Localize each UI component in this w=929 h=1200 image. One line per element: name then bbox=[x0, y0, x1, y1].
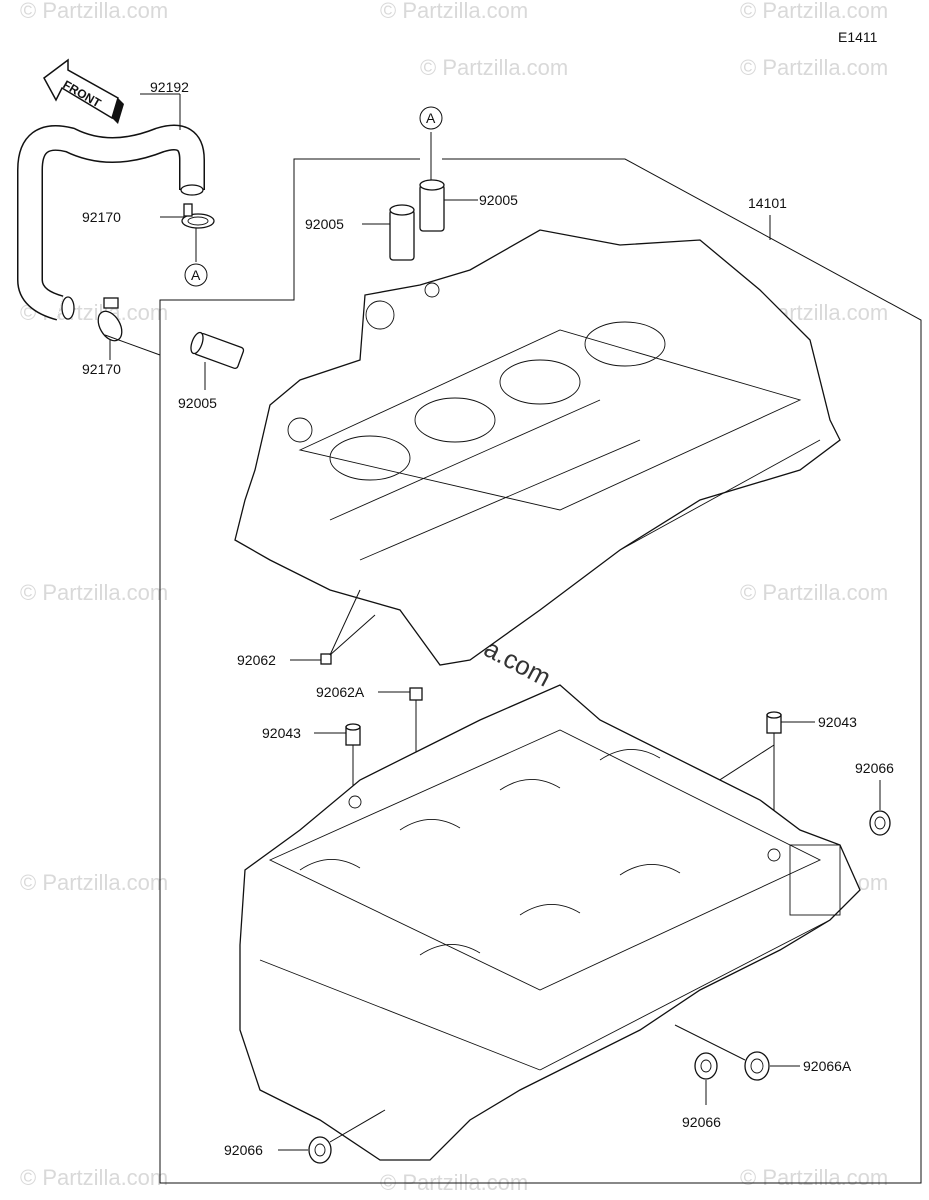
plug-bottom-right bbox=[744, 1051, 770, 1081]
crankcase-frame-line bbox=[159, 158, 922, 1184]
watermark-text: © Partzilla.com bbox=[20, 0, 168, 23]
ref-marker-label: A bbox=[426, 110, 436, 126]
watermark-text: © Partzilla.com bbox=[740, 0, 888, 23]
label-hose: 92192 bbox=[150, 79, 189, 95]
ref-marker-label: A bbox=[191, 267, 201, 283]
plug-bottom-mid bbox=[694, 1052, 718, 1080]
watermark-text: © Partzilla.com bbox=[420, 55, 568, 80]
watermark-text: © Partzilla.com bbox=[740, 580, 888, 605]
dowel-pin-right bbox=[419, 179, 445, 232]
ref-marker-a-bottom: A bbox=[184, 228, 208, 287]
watermark-text: © Partzilla.com bbox=[20, 1165, 168, 1190]
label-plug-right: 92066 bbox=[855, 760, 894, 776]
watermark-text: © Partzilla.com bbox=[380, 0, 528, 23]
label-dowel-right: 92005 bbox=[479, 192, 518, 208]
plug-lower bbox=[409, 687, 423, 701]
label-plug-bottom-left: 92066 bbox=[224, 1142, 263, 1158]
ref-marker-a-top: A bbox=[419, 106, 443, 180]
dowel-pin-left bbox=[190, 331, 245, 370]
label-crankcase: 14101 bbox=[748, 195, 787, 211]
watermark-text: © Partzilla.com bbox=[740, 1165, 888, 1190]
hose-clamp-upper bbox=[181, 203, 215, 229]
label-plug-upper: 92062 bbox=[237, 652, 276, 668]
watermark-text: © Partzilla.com bbox=[20, 580, 168, 605]
label-pin-left: 92043 bbox=[262, 725, 301, 741]
watermark-text: © Partzilla.com bbox=[740, 55, 888, 80]
label-clamp-lower: 92170 bbox=[82, 361, 121, 377]
label-pin-right: 92043 bbox=[818, 714, 857, 730]
knock-pin-right bbox=[766, 711, 782, 734]
label-plug-lower: 92062A bbox=[316, 684, 365, 700]
label-clamp-upper: 92170 bbox=[82, 209, 121, 225]
plug-upper bbox=[320, 653, 332, 665]
breather-hose bbox=[17, 124, 205, 321]
lower-crankcase bbox=[239, 684, 861, 1161]
watermark-text: © Partzilla.com bbox=[20, 870, 168, 895]
front-arrow-icon: FRONT bbox=[43, 58, 124, 124]
dowel-pin-mid bbox=[389, 204, 415, 261]
label-dowel-mid: 92005 bbox=[305, 216, 344, 232]
diagram-code: E1411 bbox=[838, 29, 878, 45]
plug-right bbox=[869, 810, 891, 836]
upper-crankcase bbox=[234, 229, 841, 666]
plug-bottom-left bbox=[308, 1136, 332, 1164]
knock-pin-left bbox=[345, 723, 361, 746]
label-plug-bottom-right: 92066A bbox=[803, 1058, 852, 1074]
label-plug-bottom-mid: 92066 bbox=[682, 1114, 721, 1130]
label-dowel-left: 92005 bbox=[178, 395, 217, 411]
